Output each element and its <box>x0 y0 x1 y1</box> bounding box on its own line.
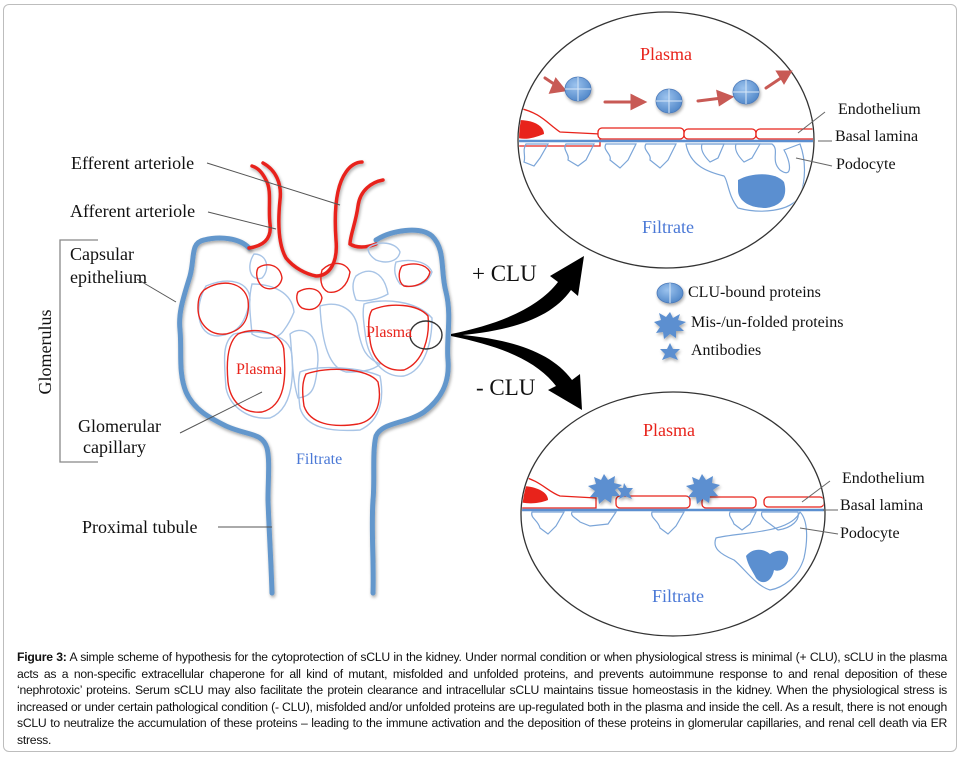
top-inset-basal-lamina-label: Basal lamina <box>835 128 919 145</box>
caption-text: A simple scheme of hypothesis for the cy… <box>17 650 947 747</box>
clu-bound-protein-icon <box>656 282 684 304</box>
arterioles <box>247 160 385 278</box>
top-inset-podocyte-label: Podocyte <box>836 156 896 173</box>
top-inset-endothelium-label: Endothelium <box>838 101 921 118</box>
legend-label-misfolded: Mis-/un-folded proteins <box>691 314 844 331</box>
caption-label: Figure 3: <box>17 650 67 664</box>
top-inset <box>517 11 833 269</box>
minus-clu-arrow <box>451 334 582 410</box>
bottom-inset-endothelium-label: Endothelium <box>842 470 925 487</box>
branch-arrows <box>451 256 584 410</box>
glomerulus-label: Glomerulus <box>35 309 55 395</box>
bottom-inset <box>520 391 839 637</box>
bottom-inset-basal-lamina-label: Basal lamina <box>840 497 924 514</box>
capsular-epithelium-label-line2: epithelium <box>70 267 147 287</box>
legend-icons <box>654 282 686 360</box>
clu-bound-proteins <box>564 76 760 114</box>
plasma-label-right: Plasma <box>366 324 413 341</box>
efferent-arteriole-label: Efferent arteriole <box>71 153 195 173</box>
misfolded-proteins <box>588 474 720 504</box>
legend-label-antibodies: Antibodies <box>691 342 762 359</box>
bowman-capsule <box>177 227 452 596</box>
glomerular-capillary-label-line2: capillary <box>83 437 146 457</box>
legend-label-clu-bound: CLU-bound proteins <box>688 284 821 301</box>
proximal-tubule-label: Proximal tubule <box>82 517 198 537</box>
magnification-marker <box>409 320 443 350</box>
filtrate-label: Filtrate <box>296 451 343 468</box>
bottom-inset-plasma-label: Plasma <box>643 420 695 440</box>
figure-frame <box>3 4 957 752</box>
plus-clu-arrow <box>451 256 584 336</box>
plasma-label-left: Plasma <box>236 361 283 378</box>
glomerulus-bracket <box>59 239 98 463</box>
glomerular-capillaries <box>197 242 433 432</box>
minus-clu-label: - CLU <box>476 375 536 400</box>
capsular-epithelium-label-line1: Capsular <box>70 244 134 264</box>
bottom-inset-filtrate-label: Filtrate <box>652 586 704 606</box>
figure-caption: Figure 3: A simple scheme of hypothesis … <box>17 649 947 749</box>
glomerulus-diagram <box>59 11 839 637</box>
antibody-icon <box>660 343 680 360</box>
leader-lines <box>136 162 341 528</box>
misfolded-protein-icon <box>654 312 686 339</box>
bottom-inset-podocyte-label: Podocyte <box>840 525 900 542</box>
glomerular-capillary-label-line1: Glomerular <box>78 416 161 436</box>
plus-clu-label: + CLU <box>472 261 537 286</box>
top-inset-plasma-label: Plasma <box>640 44 692 64</box>
top-inset-filtrate-label: Filtrate <box>642 217 694 237</box>
afferent-arteriole-label: Afferent arteriole <box>70 201 196 221</box>
